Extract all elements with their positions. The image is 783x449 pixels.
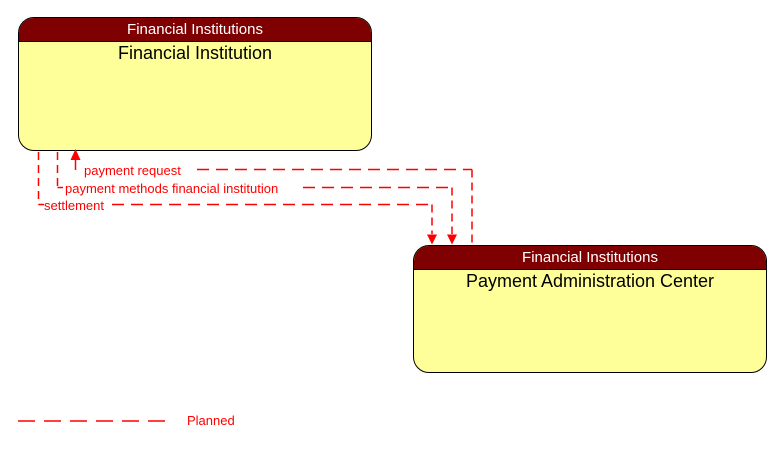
connector-label-payment-request: payment request: [84, 163, 181, 178]
arrow-down-icon: [447, 234, 457, 245]
entity-title: Payment Administration Center: [465, 271, 715, 291]
arrow-down-icon: [427, 234, 437, 245]
entity-box-financial-institution[interactable]: Financial Institutions Financial Institu…: [18, 17, 372, 151]
entity-header: Financial Institutions: [19, 18, 371, 42]
connector-label-settlement: settlement: [44, 198, 104, 213]
entity-box-payment-administration-center[interactable]: Financial Institutions Payment Administr…: [413, 245, 767, 373]
entity-title: Financial Institution: [117, 43, 273, 63]
connector-label-payment-methods: payment methods financial institution: [65, 181, 279, 196]
legend-label: Planned: [187, 413, 235, 428]
entity-header: Financial Institutions: [414, 246, 766, 270]
